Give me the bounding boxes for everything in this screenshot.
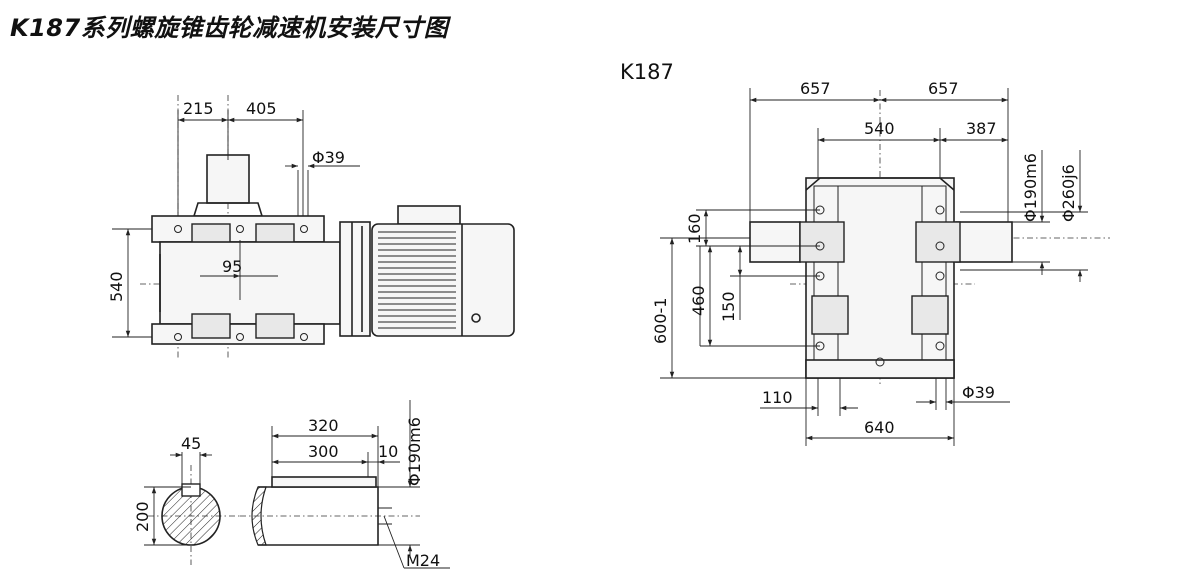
dim-405: 405 — [246, 99, 277, 118]
dim-phi39-side: Φ39 — [312, 148, 345, 167]
dim-200: 200 — [133, 501, 152, 532]
shaft-end-view: 45 200 — [133, 434, 240, 565]
dim-45: 45 — [181, 434, 201, 453]
dim-phi39-front: Φ39 — [962, 383, 995, 402]
page-title: K187系列螺旋锥齿轮减速机安装尺寸图 — [10, 14, 449, 42]
dim-540-front: 540 — [864, 119, 895, 138]
dim-640: 640 — [864, 418, 895, 437]
dim-657-left: 657 — [800, 79, 831, 98]
dim-phi190m6-front: Φ190m6 — [1021, 153, 1040, 222]
dim-95: 95 — [222, 257, 242, 276]
dim-150: 150 — [719, 291, 738, 322]
dim-460: 460 — [689, 285, 708, 316]
dim-320: 320 — [308, 416, 339, 435]
dim-387: 387 — [966, 119, 997, 138]
dim-160: 160 — [685, 213, 704, 244]
side-view: 215 405 Φ39 95 540 — [107, 95, 515, 360]
dim-300: 300 — [308, 442, 339, 461]
dim-110: 110 — [762, 388, 793, 407]
motor-terminal-box — [397, 205, 461, 225]
upper-foot — [151, 215, 325, 243]
left-shaft — [749, 221, 801, 263]
dim-10: 10 — [378, 442, 398, 461]
dim-215: 215 — [183, 99, 214, 118]
dim-m24: M24 — [406, 551, 440, 570]
front-view: 657 657 540 387 Φ190m6 Φ260j6 160 600-1 — [651, 79, 1110, 446]
dim-540-side: 540 — [107, 271, 126, 302]
model-label: K187 — [620, 60, 674, 84]
right-shaft — [955, 221, 1013, 263]
dim-phi260j6: Φ260j6 — [1059, 164, 1078, 222]
dim-657-right: 657 — [928, 79, 959, 98]
dim-600-1: 600-1 — [651, 298, 670, 345]
dim-phi190m6-shaft: Φ190m6 — [405, 417, 424, 486]
shaft-key — [271, 476, 377, 488]
gear-housing — [805, 177, 955, 379]
shaft-side-view: 320 300 10 Φ190m6 M24 — [240, 400, 450, 570]
